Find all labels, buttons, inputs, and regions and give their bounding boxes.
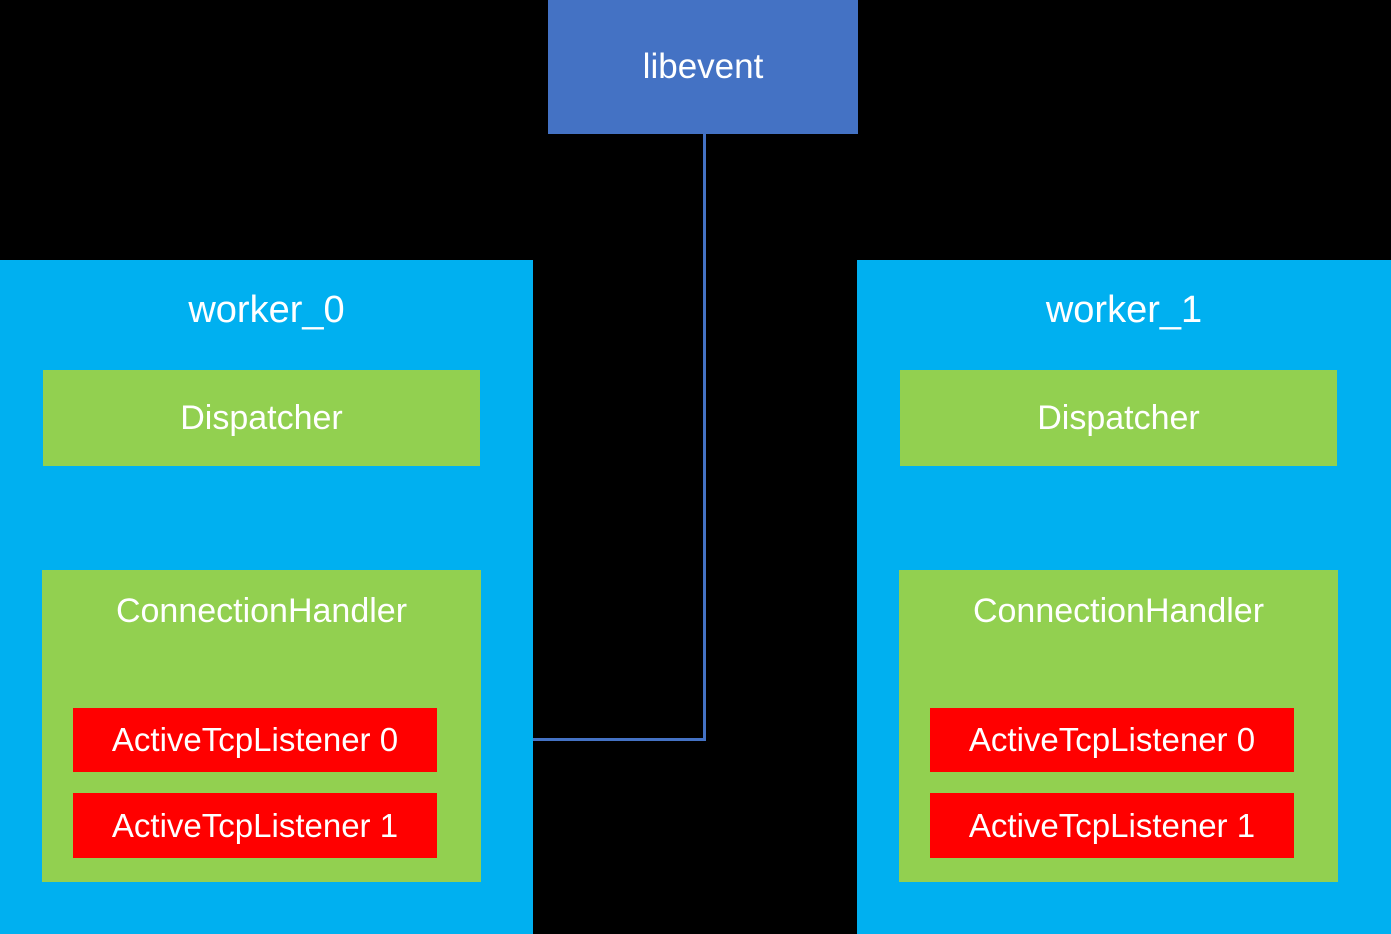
- worker-0-title: worker_0: [188, 288, 345, 331]
- worker-0-dispatcher-box: Dispatcher: [43, 370, 480, 466]
- worker-0-active-tcp-listener-1: ActiveTcpListener 1: [73, 793, 437, 858]
- worker-0-dispatcher-label: Dispatcher: [180, 398, 343, 437]
- worker-1-connection-handler-title: ConnectionHandler: [972, 592, 1265, 630]
- worker-1-title: worker_1: [1045, 288, 1203, 331]
- worker-1-dispatcher-label: Dispatcher: [1037, 398, 1200, 437]
- worker-1-active-tcp-listener-0: ActiveTcpListener 0: [930, 708, 1294, 772]
- worker-1-connection-handler-box: ConnectionHandler ActiveTcpListener 0 Ac…: [899, 570, 1338, 882]
- worker-0-active-tcp-listener-0: ActiveTcpListener 0: [73, 708, 437, 772]
- libevent-box: libevent: [548, 0, 858, 134]
- worker-1-box: worker_1 Dispatcher ConnectionHandler Ac…: [857, 260, 1391, 934]
- worker-1-dispatcher-box: Dispatcher: [900, 370, 1337, 466]
- worker-0-connection-handler-title: ConnectionHandler: [115, 592, 408, 630]
- worker-0-connection-handler-box: ConnectionHandler ActiveTcpListener 0 Ac…: [42, 570, 481, 882]
- worker-0-box: worker_0 Dispatcher ConnectionHandler Ac…: [0, 260, 533, 934]
- worker-1-active-tcp-listener-1: ActiveTcpListener 1: [930, 793, 1294, 858]
- libevent-label: libevent: [642, 47, 764, 86]
